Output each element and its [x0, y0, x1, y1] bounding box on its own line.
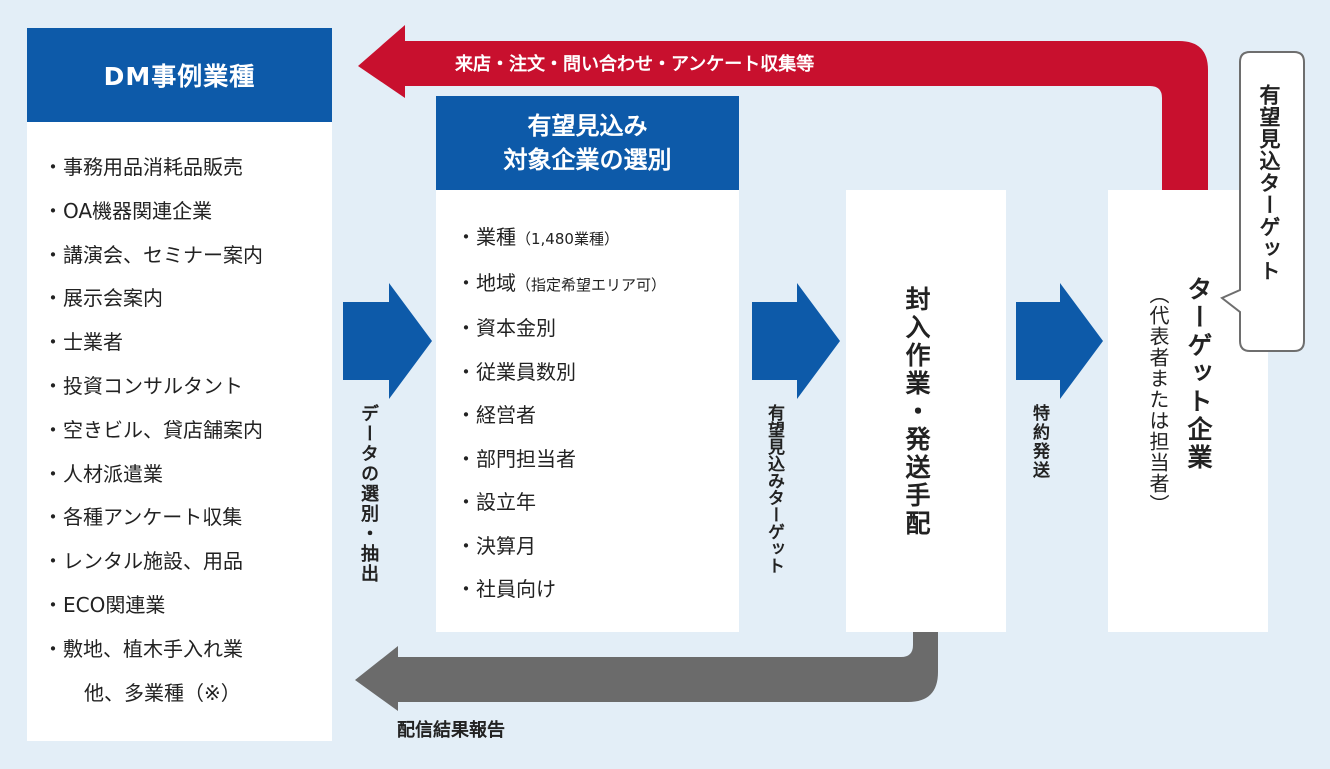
categories-panel: DM事例業種 ・事務用品消耗品販売 ・OA機器関連企業 ・講演会、セミナー案内 …: [27, 28, 332, 741]
enclosing-panel: 封入作業・発送手配: [846, 190, 1006, 632]
prospect-target-label: 有望見込みターゲット: [764, 404, 784, 574]
enclosing-panel-label: 封入作業・発送手配: [902, 286, 931, 538]
category-item: ・ECO関連業: [43, 592, 166, 617]
category-item: ・人材派遣業: [43, 461, 163, 486]
category-item: ・空きビル、貸店舗案内: [43, 417, 263, 442]
categories-list: ・事務用品消耗品販売 ・OA機器関連企業 ・講演会、セミナー案内 ・展示会案内 …: [43, 146, 332, 715]
criteria-item: ・部門担当者: [456, 446, 576, 471]
criteria-item: ・経営者: [456, 403, 536, 427]
report-arrow-label: 配信結果報告: [397, 720, 505, 741]
category-item: ・講演会、セミナー案内: [43, 242, 263, 267]
category-item: ・展示会案内: [43, 286, 163, 311]
feedback-arrow-label: 来店・注文・問い合わせ・アンケート収集等: [455, 54, 815, 75]
special-delivery-label: 特約発送: [1029, 404, 1049, 480]
callout-label: 有望見込ターゲット: [1257, 84, 1281, 282]
category-item: ・レンタル施設、用品: [43, 549, 243, 574]
selection-panel-title: 有望見込み 対象企業の選別: [436, 96, 739, 190]
category-footer: 他、多業種（※）: [84, 680, 241, 705]
selection-title-line1: 有望見込み: [527, 112, 648, 140]
category-item: ・敷地、植木手入れ業: [43, 636, 243, 661]
criteria-item: ・従業員数別: [456, 359, 576, 384]
criteria-item: ・決算月: [456, 533, 536, 558]
data-extraction-label: データの選別・抽出: [358, 404, 379, 584]
category-item: ・士業者: [43, 330, 123, 355]
category-item: ・OA機器関連企業: [43, 198, 213, 223]
category-item: ・事務用品消耗品販売: [43, 155, 243, 179]
criteria-item: ・業種（1,480業種）: [456, 225, 619, 249]
target-panel-label: ターゲット企業: [1184, 276, 1213, 472]
categories-panel-title: DM事例業種: [27, 28, 332, 122]
selection-criteria-list: ・業種（1,480業種） ・地域（指定希望エリア可） ・資本金別 ・従業員数別 …: [456, 216, 666, 612]
criteria-item: ・社員向け: [456, 577, 556, 601]
selection-panel: [436, 190, 739, 632]
target-panel-sublabel: （代表者または担当者）: [1146, 284, 1170, 515]
selection-title-line2: 対象企業の選別: [503, 146, 672, 174]
criteria-item: ・資本金別: [456, 316, 556, 340]
criteria-item: ・地域（指定希望エリア可）: [456, 270, 667, 295]
criteria-item: ・設立年: [456, 490, 536, 514]
category-item: ・各種アンケート収集: [43, 505, 243, 530]
category-item: ・投資コンサルタント: [43, 373, 243, 398]
